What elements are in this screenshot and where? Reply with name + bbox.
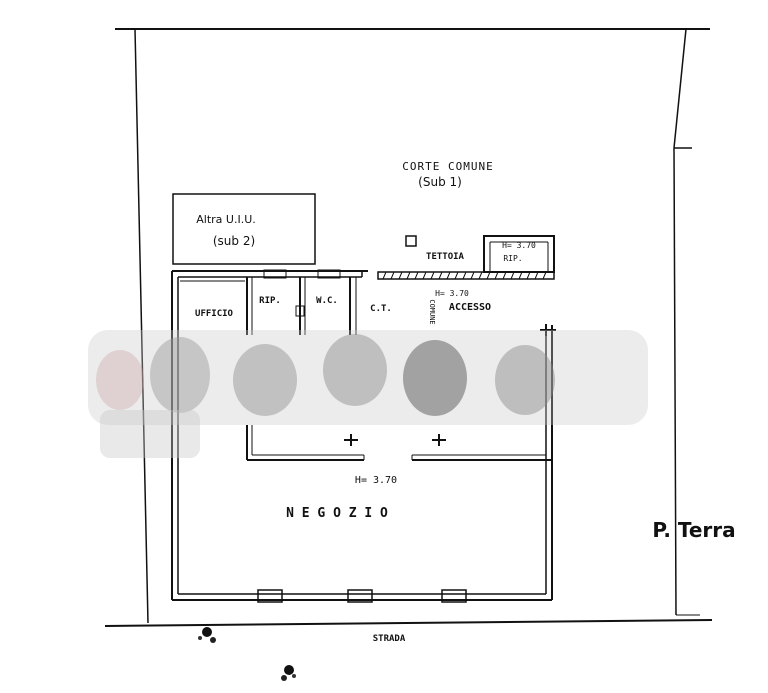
tettoia-label: TETTOIA (426, 252, 465, 262)
altra-sub-label: (sub 2) (213, 234, 255, 248)
blurred-region (88, 330, 648, 458)
ink-spots (198, 627, 296, 681)
wc-label: W.C. (316, 296, 338, 306)
rip-tettoia-height-label: H= 3.70 (502, 241, 536, 250)
property-boundary (104, 28, 713, 627)
ufficio-label: UFFICIO (195, 309, 234, 319)
comune-vertical-label: COMUNE (428, 299, 436, 324)
floor-label: P. Terra (652, 518, 735, 542)
accesso-height-label: H= 3.70 (435, 289, 469, 298)
negozio-label: N E G O Z I O (286, 506, 388, 521)
altra-uiu-label: Altra U.I.U. (196, 213, 256, 226)
accesso-label: ACCESSO (449, 302, 491, 313)
building-walls (171, 235, 556, 603)
corte-comune-label: CORTE COMUNE (402, 160, 493, 173)
altra-uiu-box (172, 193, 316, 265)
ct-label: C.T. (370, 304, 392, 314)
rip-tettoia-label: RIP. (503, 254, 522, 263)
strada-label: STRADA (373, 634, 406, 644)
corte-sub-label: (Sub 1) (418, 175, 462, 189)
rip-office-label: RIP. (259, 296, 281, 306)
negozio-height-label: H= 3.70 (355, 475, 397, 486)
